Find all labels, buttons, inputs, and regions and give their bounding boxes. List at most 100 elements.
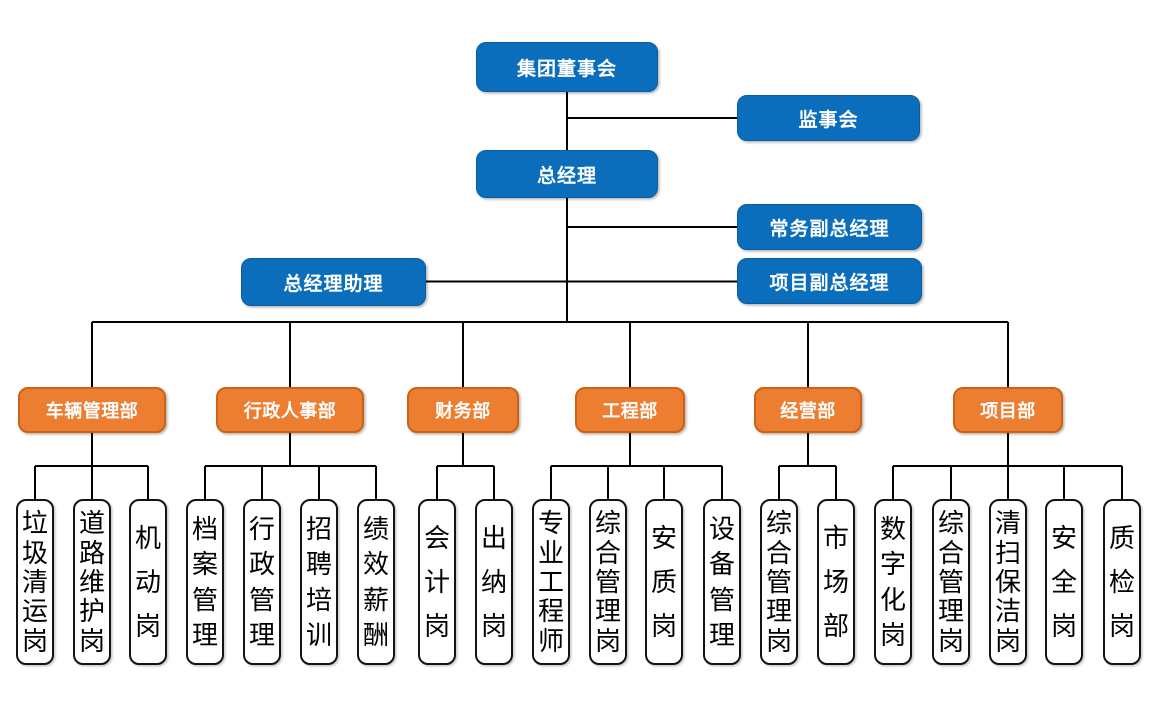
position-node: 机动岗 bbox=[129, 499, 167, 665]
position-label-char: 聘 bbox=[305, 549, 332, 580]
node-group-board: 集团董事会 bbox=[476, 42, 658, 92]
position-label-char: 场 bbox=[822, 567, 849, 597]
position-label-char: 安 bbox=[650, 523, 677, 553]
position-label-char: 综 bbox=[765, 508, 792, 539]
position-label-char: 计 bbox=[423, 567, 450, 597]
dept-node-operations: 经营部 bbox=[754, 387, 862, 433]
position-label-char: 档 bbox=[191, 514, 218, 545]
position-node: 综合管理岗 bbox=[589, 499, 627, 665]
position-label-char: 业 bbox=[537, 537, 564, 568]
position-label-char: 岗 bbox=[594, 625, 621, 656]
position-label-char: 岗 bbox=[423, 611, 450, 641]
node-executive-deputy-gm: 常务副总经理 bbox=[737, 204, 922, 250]
position-label-char: 岗 bbox=[480, 611, 507, 641]
position-label-char: 训 bbox=[305, 619, 332, 650]
position-label-char: 护 bbox=[78, 596, 105, 627]
position-label-char: 理 bbox=[191, 619, 218, 650]
position-label-char: 效 bbox=[362, 549, 389, 580]
position-label-char: 理 bbox=[765, 596, 792, 627]
position-label-char: 岗 bbox=[937, 625, 964, 656]
position-label-char: 垃 bbox=[21, 508, 48, 539]
position-label-char: 程 bbox=[537, 596, 564, 627]
position-label-char: 理 bbox=[708, 619, 735, 650]
position-label-char: 检 bbox=[1108, 567, 1135, 597]
position-label-char: 理 bbox=[937, 596, 964, 627]
position-label-char: 安 bbox=[1050, 523, 1077, 553]
position-node: 综合管理岗 bbox=[932, 499, 970, 665]
position-label-char: 路 bbox=[78, 537, 105, 568]
position-label-char: 数 bbox=[879, 514, 906, 545]
position-label-char: 合 bbox=[594, 537, 621, 568]
position-label-char: 招 bbox=[305, 514, 332, 545]
position-label-char: 管 bbox=[248, 584, 275, 615]
position-label-char: 案 bbox=[191, 549, 218, 580]
position-label-char: 化 bbox=[879, 584, 906, 615]
dept-node-finance: 财务部 bbox=[407, 387, 519, 433]
position-label-char: 岗 bbox=[994, 625, 1021, 656]
dept-node-engineering: 工程部 bbox=[575, 387, 685, 433]
position-label-char: 综 bbox=[937, 508, 964, 539]
position-node: 清扫保洁岗 bbox=[989, 499, 1027, 665]
position-node: 行政管理 bbox=[243, 499, 281, 665]
position-label-char: 运 bbox=[21, 596, 48, 627]
position-node: 设备管理 bbox=[703, 499, 741, 665]
position-node: 垃圾清运岗 bbox=[16, 499, 54, 665]
position-label-char: 洁 bbox=[994, 596, 1021, 627]
position-label-char: 理 bbox=[248, 619, 275, 650]
position-label-char: 管 bbox=[937, 566, 964, 597]
position-label-char: 管 bbox=[765, 566, 792, 597]
position-label-char: 岗 bbox=[1050, 611, 1077, 641]
position-label-char: 字 bbox=[879, 549, 906, 580]
position-label-char: 岗 bbox=[134, 611, 161, 641]
position-label-char: 管 bbox=[708, 584, 735, 615]
position-node: 道路维护岗 bbox=[73, 499, 111, 665]
position-label-char: 道 bbox=[78, 508, 105, 539]
position-label-char: 全 bbox=[1050, 567, 1077, 597]
position-node: 综合管理岗 bbox=[760, 499, 798, 665]
dept-node-project: 项目部 bbox=[953, 387, 1063, 433]
position-label-char: 清 bbox=[21, 566, 48, 597]
position-label-char: 薪 bbox=[362, 584, 389, 615]
position-node: 绩效薪酬 bbox=[357, 499, 395, 665]
dept-node-admin-hr: 行政人事部 bbox=[216, 387, 364, 433]
position-label-char: 维 bbox=[78, 566, 105, 597]
position-node: 安质岗 bbox=[645, 499, 683, 665]
dept-node-vehicle-management: 车辆管理部 bbox=[18, 387, 166, 433]
position-label-char: 质 bbox=[1108, 523, 1135, 553]
position-label-char: 岗 bbox=[650, 611, 677, 641]
position-label-char: 机 bbox=[134, 523, 161, 553]
position-node: 会计岗 bbox=[418, 499, 456, 665]
position-label-char: 会 bbox=[423, 523, 450, 553]
position-label-char: 管 bbox=[594, 566, 621, 597]
position-label-char: 清 bbox=[994, 508, 1021, 539]
node-gm-assistant: 总经理助理 bbox=[241, 258, 426, 306]
position-label-char: 师 bbox=[537, 625, 564, 656]
position-label-char: 酬 bbox=[362, 619, 389, 650]
node-supervisory-board: 监事会 bbox=[737, 95, 920, 141]
position-label-char: 保 bbox=[994, 566, 1021, 597]
position-label-char: 扫 bbox=[994, 537, 1021, 568]
position-label-char: 纳 bbox=[480, 567, 507, 597]
position-label-char: 管 bbox=[191, 584, 218, 615]
position-label-char: 合 bbox=[765, 537, 792, 568]
position-node: 招聘培训 bbox=[300, 499, 338, 665]
position-label-char: 部 bbox=[822, 611, 849, 641]
position-label-char: 岗 bbox=[78, 625, 105, 656]
position-label-char: 岗 bbox=[879, 619, 906, 650]
position-label-char: 动 bbox=[134, 567, 161, 597]
position-node: 市场部 bbox=[817, 499, 855, 665]
position-node: 专业工程师 bbox=[532, 499, 570, 665]
position-label-char: 综 bbox=[594, 508, 621, 539]
position-node: 数字化岗 bbox=[874, 499, 912, 665]
position-label-char: 设 bbox=[708, 514, 735, 545]
position-label-char: 专 bbox=[537, 508, 564, 539]
position-label-char: 岗 bbox=[1108, 611, 1135, 641]
node-general-manager: 总经理 bbox=[476, 150, 658, 198]
position-label-char: 质 bbox=[650, 567, 677, 597]
position-node: 出纳岗 bbox=[475, 499, 513, 665]
position-label-char: 市 bbox=[822, 523, 849, 553]
position-label-char: 行 bbox=[248, 514, 275, 545]
position-label-char: 圾 bbox=[21, 537, 48, 568]
